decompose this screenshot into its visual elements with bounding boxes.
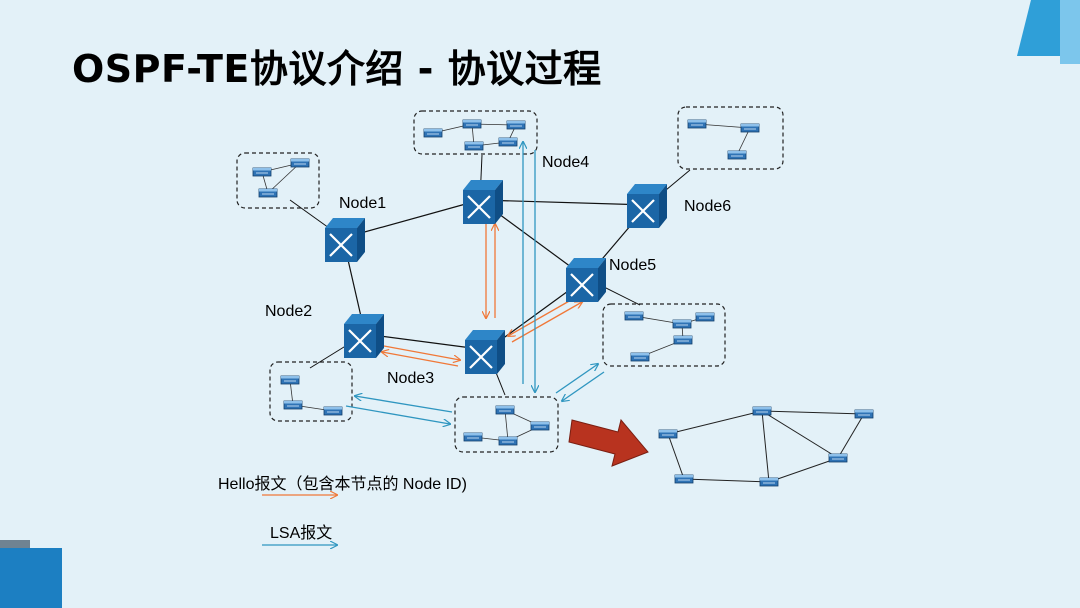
cluster-boxes [236,106,784,453]
cluster-node1 [236,152,320,209]
node1-label: Node1 [339,195,387,212]
router-node2 [344,314,384,358]
router-node3 [465,330,505,374]
cluster-node3 [454,396,559,453]
router-node4 [463,180,503,224]
cluster-node5 [602,303,726,367]
router-node5 [566,258,606,302]
node5-label: Node5 [609,257,657,274]
router-node6 [627,184,667,228]
router-node1 [325,218,365,262]
cluster-switches [252,119,760,446]
legend-hello-label: Hello报文（包含本节点的 Node ID) [218,476,467,493]
cluster-node4 [413,110,538,155]
corner-decoration [1060,0,1080,64]
lsa-arrows [345,142,605,424]
node2-label: Node2 [265,303,313,320]
legend-lsa-label: LSA报文 [270,525,333,542]
node3-label: Node3 [387,370,435,387]
node6-label: Node6 [684,198,732,215]
result-topology [658,406,874,487]
cluster-node6 [677,106,784,170]
big-red-arrow [568,418,649,467]
cluster-node2 [269,361,353,422]
hello-arrows [382,224,582,367]
corner-decoration [0,548,62,608]
page-title: OSPF-TE协议介绍 - 协议过程 [72,47,602,91]
node4-label: Node4 [542,154,590,171]
